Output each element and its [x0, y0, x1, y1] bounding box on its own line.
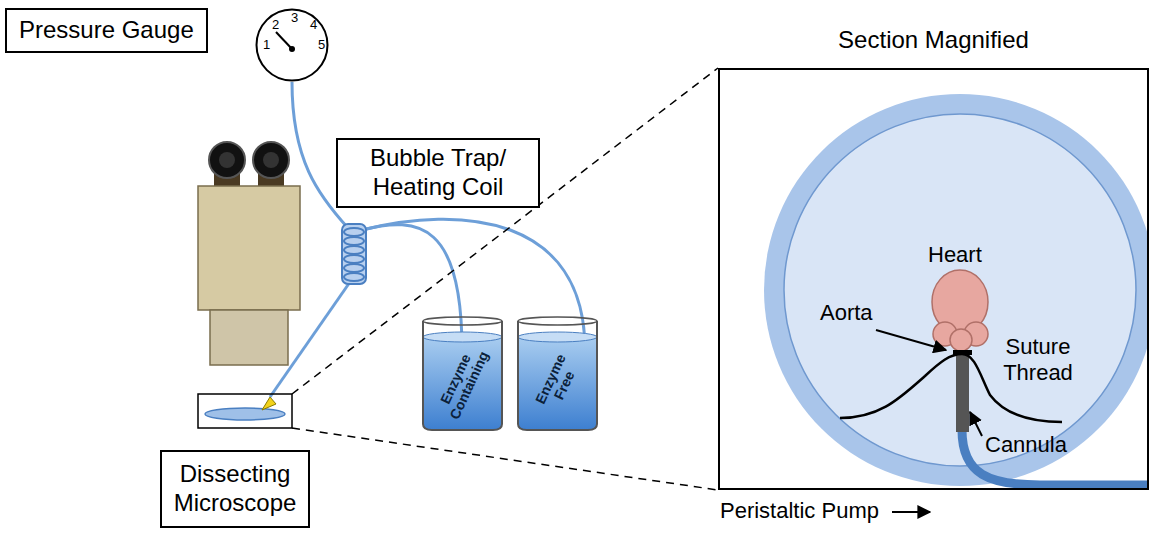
part-label: Aorta	[820, 300, 873, 326]
zoom-line	[292, 428, 718, 490]
gauge-number: 2	[272, 18, 279, 31]
suture-knot	[953, 350, 972, 355]
part-label: Suture Thread	[998, 334, 1078, 387]
dish-well	[784, 114, 1136, 466]
pressure-gauge: 12345	[255, 8, 329, 82]
label-box: Pressure Gauge	[5, 8, 208, 53]
magnified-section: Section Magnified	[718, 68, 1149, 490]
beaker: Enzyme Containing	[420, 315, 505, 432]
dish-rim	[764, 94, 1149, 486]
beaker-glass	[518, 321, 597, 430]
coil-turn	[344, 237, 364, 245]
pump-tube	[962, 430, 1149, 485]
beaker-glass	[423, 321, 502, 430]
part-label: Peristaltic Pump	[720, 498, 879, 524]
liquid-surface	[423, 332, 502, 342]
eyepiece-lens	[263, 152, 279, 168]
leader-arrow	[892, 511, 930, 513]
label-text: Bubble Trap/ Heating Coil	[346, 144, 530, 202]
section-heading: Section Magnified	[720, 26, 1147, 54]
magnify-frame	[198, 394, 292, 428]
leader-arrow	[876, 330, 946, 350]
enzyme-tube	[362, 225, 462, 350]
microscope-body	[198, 186, 300, 310]
part-label: Cannula	[985, 432, 1067, 458]
liquid-surface	[518, 332, 597, 342]
gauge-number: 3	[291, 11, 298, 24]
heart-atrium	[950, 329, 972, 351]
cannula	[956, 352, 969, 432]
cannula-small	[262, 397, 276, 410]
leader-arrow	[970, 412, 982, 436]
beaker-rim	[423, 317, 502, 325]
coil-body	[342, 224, 366, 284]
perfusion-dish	[205, 408, 285, 420]
microscope-objective	[210, 310, 288, 365]
part-label: Heart	[928, 242, 982, 268]
beaker-rim	[518, 317, 597, 325]
beaker: Enzyme Free	[515, 315, 600, 432]
buffer-tube	[362, 219, 585, 350]
eyepiece	[209, 142, 245, 178]
heating-coil	[342, 224, 366, 284]
eyepiece-lens	[219, 152, 235, 168]
zoom-line	[292, 68, 718, 394]
coil-turn	[344, 228, 364, 236]
label-text: Pressure Gauge	[19, 16, 194, 45]
label-box: Dissecting Microscope	[160, 450, 310, 528]
gauge-number: 4	[310, 18, 317, 31]
coil-turn	[344, 273, 364, 281]
gauge-needle	[276, 32, 292, 49]
gauge-number: 1	[263, 38, 270, 51]
beaker-liquid	[518, 337, 597, 430]
label-box: Bubble Trap/ Heating Coil	[336, 138, 540, 208]
microscope	[198, 142, 300, 365]
beaker-liquid	[423, 337, 502, 430]
eyepiece	[253, 142, 289, 178]
gauge-dial	[257, 10, 328, 81]
gauge-pivot	[289, 46, 295, 52]
coil-turn	[344, 264, 364, 272]
coil-turn	[344, 246, 364, 254]
label-text: Dissecting Microscope	[170, 460, 300, 518]
gauge-number: 5	[318, 38, 325, 51]
coil-turn	[344, 255, 364, 263]
